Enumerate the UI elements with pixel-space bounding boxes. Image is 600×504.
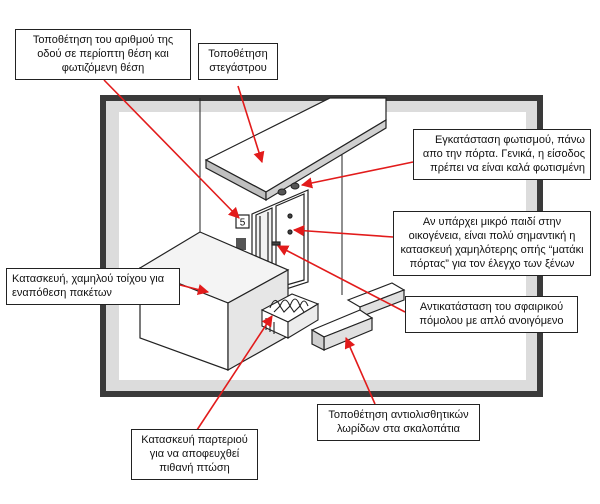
leader-arrows [103,79,414,434]
callout-peephole-text: Αν υπάρχει μικρό παιδί στην οικογένεια, … [400,216,584,270]
callout-door-handle: Αντικατάσταση του σφαιρικού πόμολου με α… [405,296,578,333]
arrow-door-handle [277,245,406,313]
callout-canopy: Τοποθέτηση στεγάστρου [198,43,278,80]
house-number-text: 5 [240,218,246,229]
arrow-anti-slip [344,336,376,405]
callout-house-number-text: Τοποθέτηση του αριθμού της οδού σε περίο… [32,34,174,74]
callout-anti-slip: Τοποθέτηση αντιολισθητικών λωρίδων στα σ… [317,404,480,441]
callout-planter: Κατασκευή παρτεριού για να αποφευχθεί πι… [131,429,258,480]
callout-low-wall-text: Κατασκευή, χαμηλού τοίχου για εναπόθεση … [12,273,165,299]
arrow-low-wall [179,284,210,295]
callout-door-handle-text: Αντικατάσταση του σφαιρικού πόμολου με α… [419,301,564,327]
callout-house-number: Τοποθέτηση του αριθμού της οδού σε περίο… [15,29,191,80]
arrow-house-number [103,79,240,219]
lights [277,182,300,196]
arrow-canopy [237,85,265,164]
callout-canopy-text: Τοποθέτηση στεγάστρου [208,48,268,74]
callout-planter-text: Κατασκευή παρτεριού για να αποφευχθεί πι… [141,434,248,474]
steps [310,282,406,351]
arrow-peephole [292,225,394,238]
arrow-planter [194,315,273,434]
callout-peephole: Αν υπάρχει μικρό παιδί στην οικογένεια, … [393,211,591,276]
arrow-lighting [300,161,414,189]
callout-low-wall: Κατασκευή, χαμηλού τοίχου για εναπόθεση … [6,268,180,305]
callout-lighting: Εγκατάσταση φωτισμού, πάνω απο την πόρτα… [413,129,591,180]
callout-anti-slip-text: Τοποθέτηση αντιολισθητικών λωρίδων στα σ… [328,409,469,435]
canopy [204,97,387,202]
callout-lighting-text: Εγκατάσταση φωτισμού, πάνω απο την πόρτα… [422,134,585,174]
